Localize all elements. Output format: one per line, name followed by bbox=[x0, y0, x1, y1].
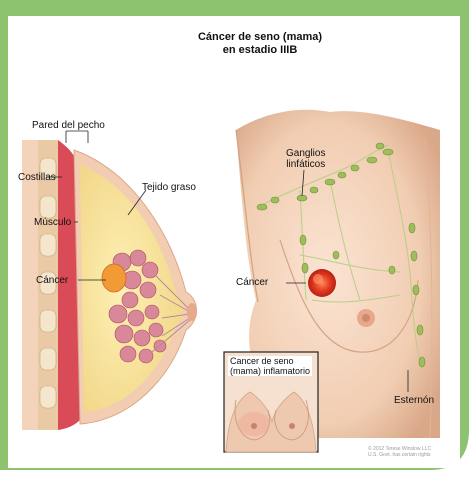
inset-title-line2: (mama) inflamatorio bbox=[230, 366, 310, 376]
inset-title: Cancer de seno (mama) inflamatorio bbox=[228, 356, 312, 376]
label-tejido-graso: Tejido graso bbox=[142, 182, 196, 193]
inset-title-line1: Cancer de seno bbox=[230, 356, 310, 366]
tumor-left bbox=[102, 264, 126, 292]
nipple-left bbox=[187, 303, 197, 321]
label-cancer-right: Cáncer bbox=[236, 277, 268, 288]
copyright-note: © 2012 Terese Winslow LLC U.S. Govt. has… bbox=[368, 446, 431, 458]
label-esternon: Esternón bbox=[394, 395, 434, 406]
label-pared-del-pecho: Pared del pecho bbox=[32, 120, 105, 131]
label-costillas: Costillas bbox=[18, 172, 56, 183]
label-ganglios-line2: linfáticos bbox=[286, 159, 325, 170]
copyright-line2: U.S. Govt. has certain rights bbox=[368, 452, 431, 458]
label-cancer-left: Cáncer bbox=[36, 275, 68, 286]
tumor-right bbox=[308, 269, 336, 297]
label-musculo: Músculo bbox=[34, 217, 71, 228]
label-ganglios: Ganglios linfáticos bbox=[286, 148, 325, 170]
label-ganglios-line1: Ganglios bbox=[286, 148, 325, 159]
title-line-2: en estadio IIIB bbox=[150, 44, 370, 57]
figure-title: Cáncer de seno (mama) en estadio IIIB bbox=[150, 31, 370, 57]
title-line-1: Cáncer de seno (mama) bbox=[150, 31, 370, 44]
